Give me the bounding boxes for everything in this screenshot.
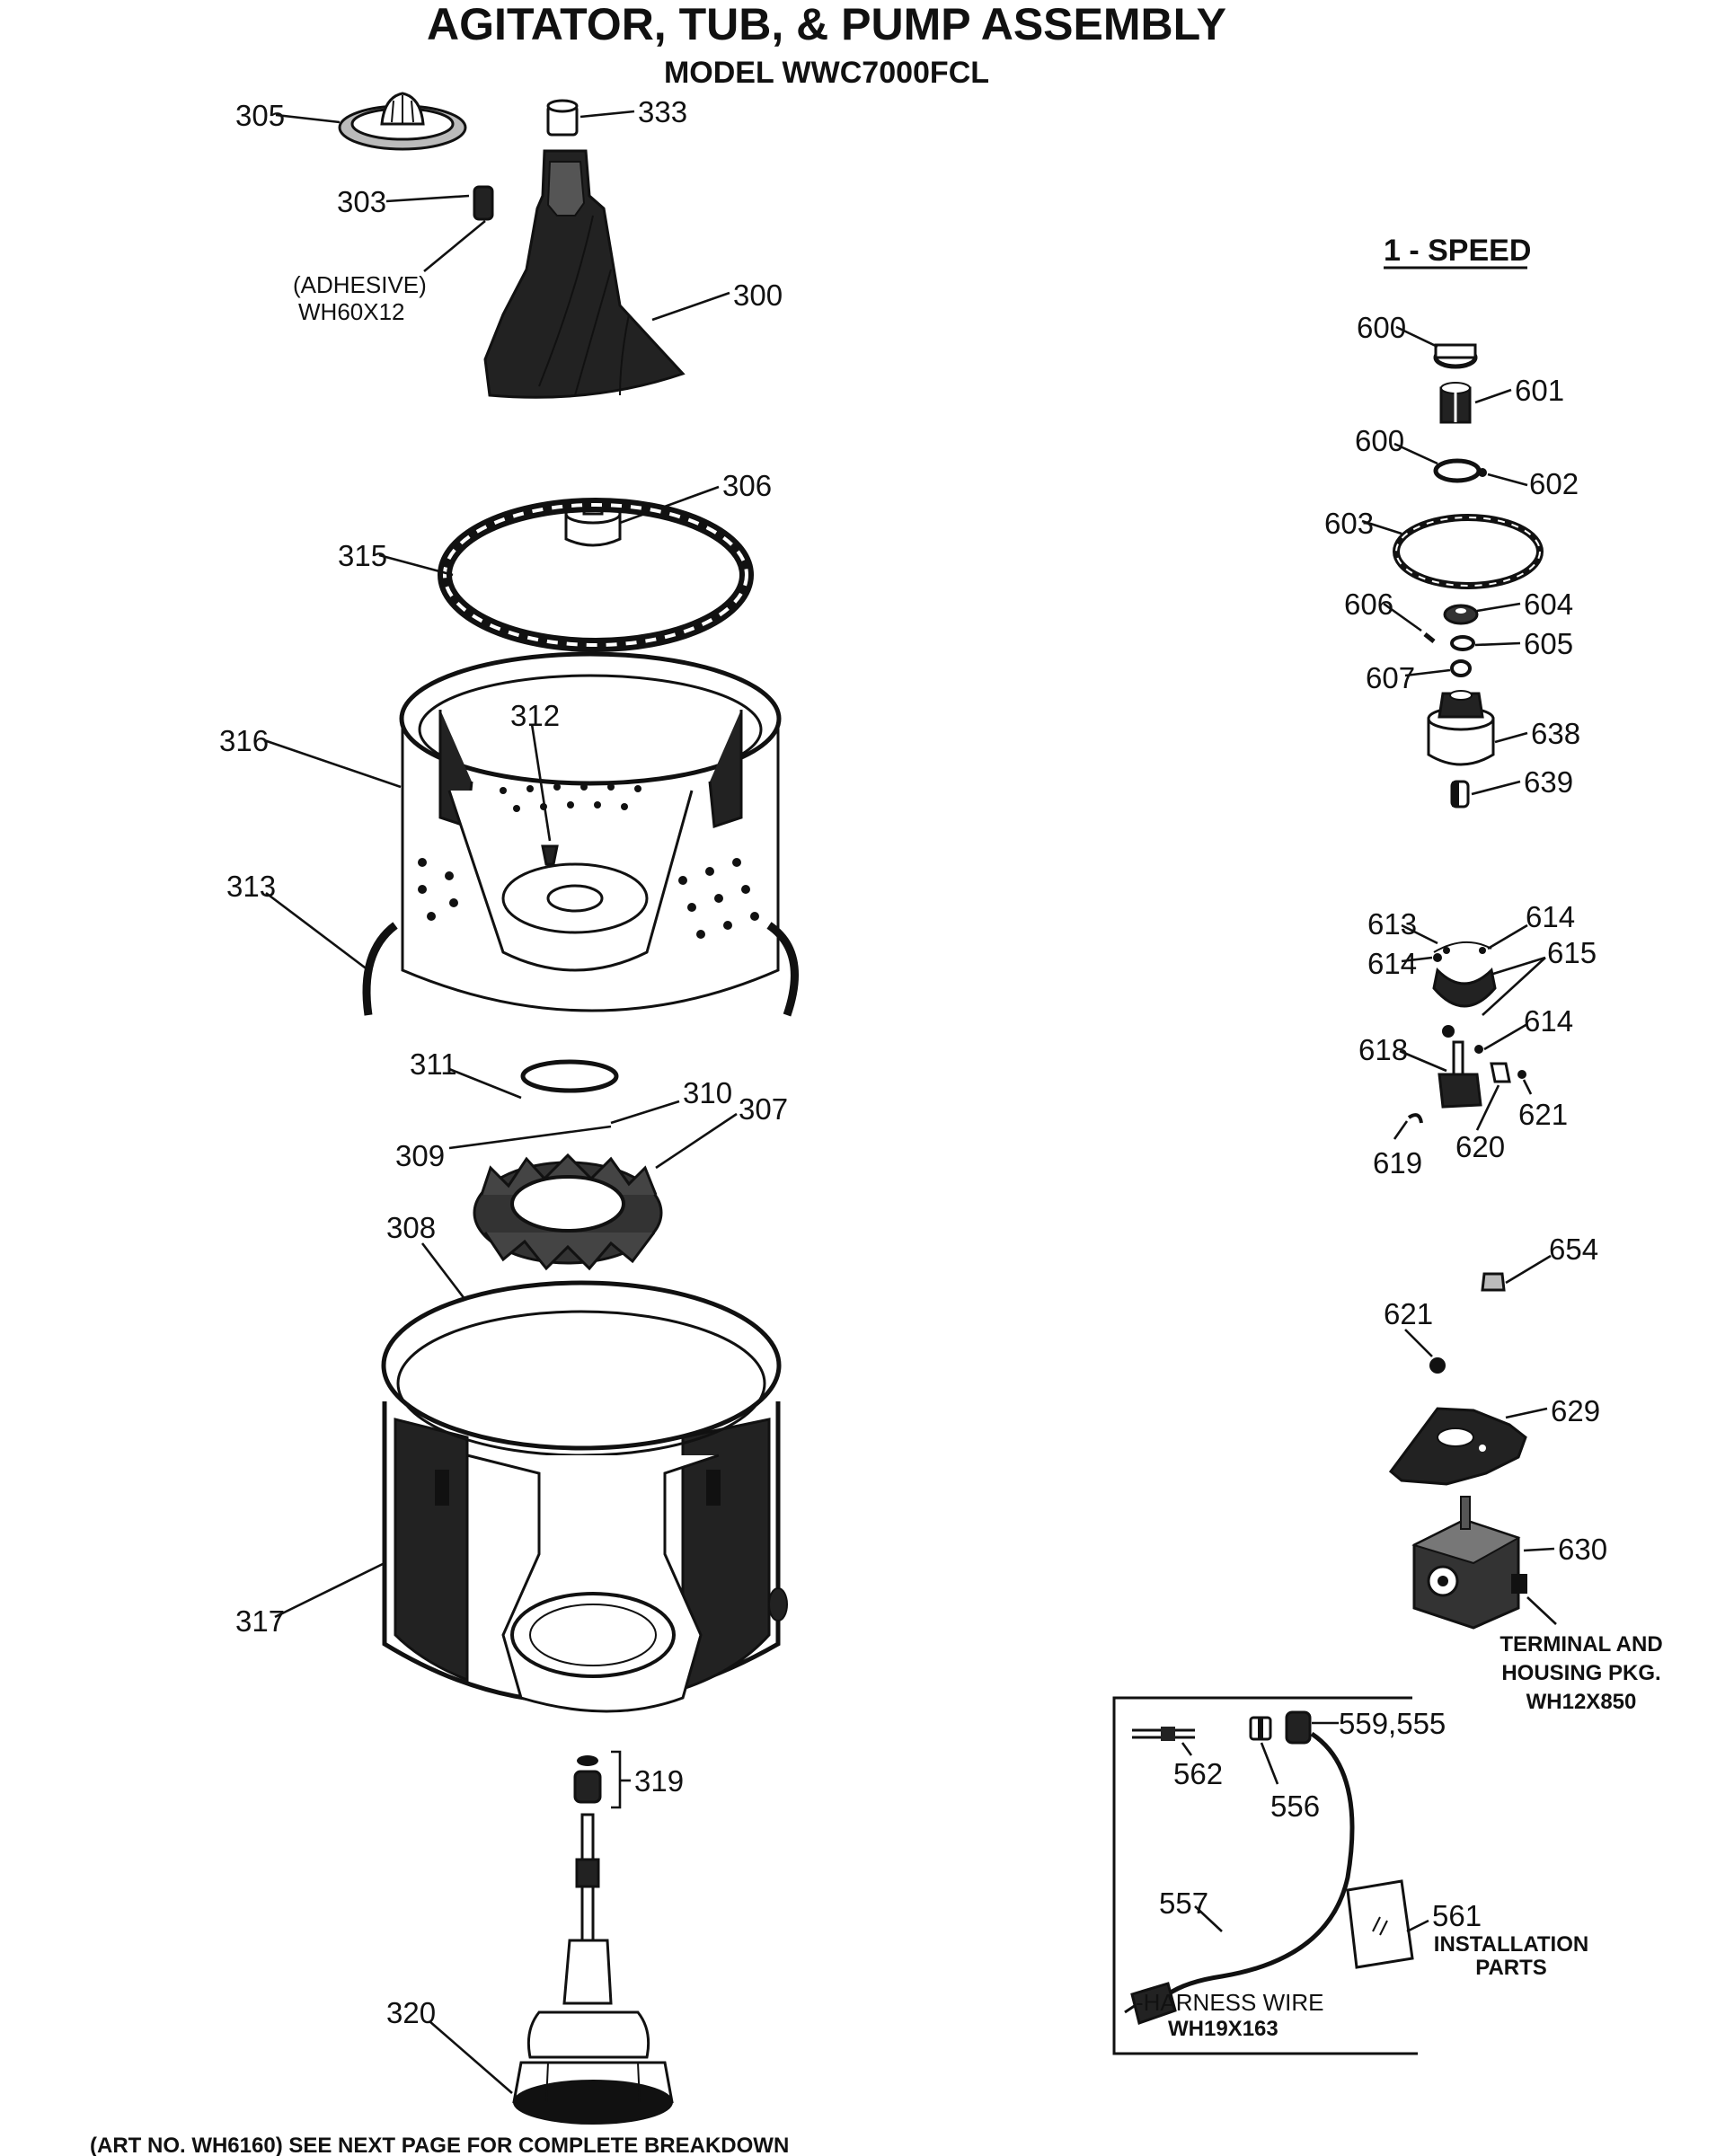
- callout-614-lower: 614: [1524, 1004, 1573, 1038]
- callout-310-upper: 310: [683, 1076, 732, 1109]
- callout-315: 315: [338, 539, 387, 572]
- part-630-transmission: [1411, 1496, 1527, 1630]
- part-559-555-plug-wire: [1166, 1710, 1355, 1997]
- adhesive-part-number: WH60X12: [298, 298, 405, 325]
- callout-308: 308: [386, 1211, 436, 1244]
- callout-630: 630: [1558, 1533, 1607, 1566]
- part-639-sleeve: [1450, 780, 1470, 808]
- part-619-clip: [1407, 1113, 1423, 1124]
- part-556-terminal: [1249, 1716, 1272, 1741]
- callout-602: 602: [1529, 467, 1579, 500]
- harness-note-line1: -HARNESS WIRE: [1136, 1989, 1323, 2016]
- callout-306: 306: [722, 469, 772, 502]
- part-605-clip: [1450, 635, 1475, 651]
- callout-601: 601: [1515, 374, 1564, 407]
- callout-603: 603: [1324, 507, 1374, 540]
- part-307-gasket: [473, 1153, 663, 1271]
- callout-561: 561: [1432, 1899, 1482, 1932]
- callout-557: 557: [1159, 1886, 1208, 1920]
- callout-316: 316: [219, 724, 269, 757]
- callout-614-left: 614: [1367, 947, 1417, 980]
- part-620-bracket: [1490, 1062, 1526, 1083]
- callout-307: 307: [739, 1092, 788, 1126]
- part-313-springs: [362, 922, 799, 1017]
- part-621-nut: [1429, 1357, 1446, 1374]
- callout-619: 619: [1373, 1146, 1422, 1180]
- callout-317: 317: [235, 1604, 285, 1638]
- callout-639: 639: [1524, 765, 1573, 799]
- callout-600-lower: 600: [1355, 424, 1404, 457]
- callout-319: 319: [634, 1764, 684, 1798]
- callout-303: 303: [337, 185, 386, 218]
- callout-320: 320: [386, 1996, 436, 2029]
- installation-parts-box: [1112, 1696, 1418, 2055]
- part-654-plug: [1481, 1272, 1506, 1292]
- callout-309-upper: 309: [395, 1139, 445, 1172]
- part-638-clutch: [1427, 690, 1495, 766]
- callout-621-lower: 621: [1384, 1297, 1433, 1330]
- installation-note-line2: PARTS: [1475, 1956, 1547, 1980]
- part-603-belt: [1393, 514, 1544, 589]
- speed-heading: 1 - SPEED: [1384, 234, 1531, 268]
- callout-606: 606: [1344, 588, 1393, 621]
- part-300-agitator: [483, 149, 686, 399]
- part-311-ring: [520, 1059, 619, 1093]
- part-606-key: [1423, 632, 1436, 643]
- callout-604: 604: [1524, 588, 1573, 621]
- part-604-pulley: [1443, 604, 1479, 625]
- callout-654: 654: [1549, 1233, 1598, 1266]
- callout-556: 556: [1270, 1789, 1320, 1823]
- callout-621-upper: 621: [1518, 1098, 1568, 1131]
- part-629-plate: [1388, 1407, 1527, 1486]
- part-618-shift-lever: [1438, 1040, 1483, 1109]
- footer-note: (ART NO. WH6160) SEE NEXT PAGE FOR COMPL…: [90, 2134, 789, 2156]
- terminal-note-line1: TERMINAL AND: [1500, 1632, 1662, 1657]
- callout-605: 605: [1524, 627, 1573, 660]
- part-607-washer: [1450, 659, 1472, 677]
- part-561-installation-bag: [1346, 1879, 1414, 1969]
- installation-note-line1: INSTALLATION: [1434, 1932, 1588, 1957]
- part-319-seals: [573, 1755, 602, 1804]
- part-317-outer-tub: [381, 1280, 788, 1713]
- callout-618: 618: [1358, 1033, 1408, 1066]
- part-316-basket: [399, 651, 782, 1012]
- part-600-clamp-lower: [1433, 458, 1487, 483]
- callout-559-555: 559,555: [1339, 1707, 1446, 1740]
- harness-note-line2: WH19X163: [1168, 2017, 1278, 2041]
- callout-311: 311: [410, 1047, 457, 1081]
- callout-614-top: 614: [1526, 900, 1575, 933]
- part-601-coupling: [1439, 382, 1472, 424]
- callout-312: 312: [510, 699, 560, 732]
- part-320-drive-assembly: [512, 1813, 674, 2125]
- callout-562: 562: [1173, 1757, 1223, 1790]
- model-number: MODEL WWC7000FCL: [664, 56, 989, 90]
- part-613-615-shifter-group: [1432, 941, 1497, 1038]
- part-333-cap: [546, 99, 579, 137]
- callout-333: 333: [638, 95, 687, 128]
- part-557-harness-plug: [1124, 1982, 1177, 2025]
- callout-615: 615: [1547, 936, 1597, 969]
- part-600-clamp-upper: [1433, 343, 1478, 369]
- part-303-insert: [473, 185, 494, 221]
- callout-607: 607: [1366, 661, 1415, 694]
- terminal-note-line2: HOUSING PKG.: [1501, 1661, 1660, 1685]
- callout-600-upper: 600: [1357, 311, 1406, 344]
- part-562-connector: [1132, 1727, 1195, 1741]
- callout-300: 300: [733, 278, 783, 312]
- part-306-hub: [564, 498, 622, 547]
- callout-638: 638: [1531, 717, 1580, 750]
- part-312-screw: [541, 844, 559, 866]
- callout-313: 313: [226, 870, 276, 903]
- terminal-note-line3: WH12X850: [1526, 1690, 1637, 1714]
- part-315-balance-ring: [438, 498, 754, 652]
- callout-629: 629: [1551, 1394, 1600, 1427]
- adhesive-label: (ADHESIVE): [293, 271, 427, 298]
- page-title: AGITATOR, TUB, & PUMP ASSEMBLY: [427, 0, 1226, 49]
- callout-620: 620: [1455, 1130, 1505, 1163]
- callout-613: 613: [1367, 907, 1417, 941]
- callout-305: 305: [235, 99, 285, 132]
- part-305-agitator-cap: [338, 92, 467, 151]
